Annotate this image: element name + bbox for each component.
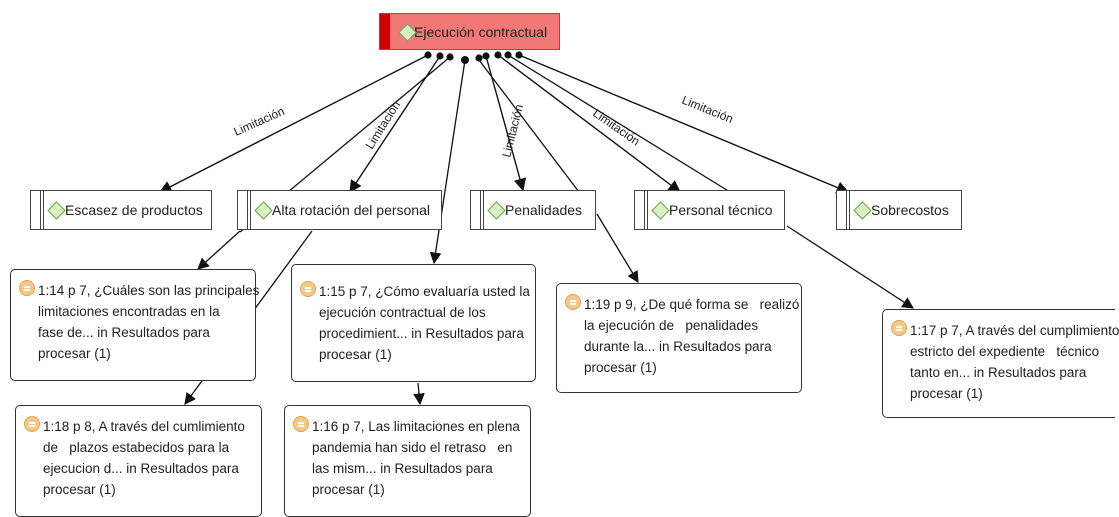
quotation-icon: [891, 320, 907, 336]
code-node-label: Sobrecostos: [871, 202, 949, 218]
code-node-personal-tecnico[interactable]: Personal técnico: [634, 190, 785, 230]
link-root-personal-tecnico: [497, 54, 682, 193]
code-node-escasez[interactable]: Escasez de productos: [30, 190, 212, 230]
quotation-icon: [19, 280, 35, 296]
code-diamond-icon: [651, 201, 670, 220]
link-root-sobrecostos: [518, 54, 850, 194]
link-root-quote-117: [507, 54, 731, 193]
code-node-penalidades[interactable]: Penalidades: [470, 190, 596, 230]
quotation-icon: [300, 281, 316, 297]
link-root-escasez: [158, 54, 429, 193]
quote-text: 1:15 p 7, ¿Cómo evaluaría usted la ejecu…: [319, 284, 530, 362]
quote-text: 1:14 p 7, ¿Cuáles son las principales li…: [38, 283, 260, 361]
code-node-label: Personal técnico: [669, 202, 773, 218]
quote-node-119[interactable]: 1:19 p 9, ¿De qué forma se realizó la ej…: [556, 283, 802, 393]
link-penalidades-quote-119: [596, 213, 639, 284]
quote-node-116[interactable]: 1:16 p 7, Las limitaciones en plena pand…: [284, 405, 531, 517]
code-diamond-icon: [47, 201, 66, 220]
relation-label: Limitación: [499, 103, 526, 159]
quotation-icon: [565, 294, 581, 310]
link-root-quote-119: [478, 59, 580, 193]
code-node-label: Penalidades: [505, 202, 583, 218]
root-node-label: Ejecución contractual: [414, 23, 548, 40]
link-personal-tecnico-quote-117: [786, 225, 914, 309]
code-node-label: Alta rotación del personal: [272, 202, 430, 218]
code-node-label: Escasez de productos: [65, 202, 203, 218]
code-diamond-icon: [853, 201, 872, 220]
quote-text: 1:18 p 8, A través del cumlimiento de pl…: [43, 419, 245, 497]
quote-node-118[interactable]: 1:18 p 8, A través del cumlimiento de pl…: [15, 405, 262, 517]
connector-dots: [424, 51, 523, 64]
link-alta-rotacion-quote-114: [197, 230, 241, 270]
link-root-quote-115: [429, 59, 466, 265]
root-code-node[interactable]: Ejecución contractual: [379, 13, 560, 50]
code-diamond-icon: [254, 201, 273, 220]
code-node-sobrecostos[interactable]: Sobrecostos: [836, 190, 962, 230]
quote-node-115[interactable]: 1:15 p 7, ¿Cómo evaluaría usted la ejecu…: [291, 264, 536, 382]
relation-label: Limitación: [680, 93, 735, 126]
code-node-alta-rotacion[interactable]: Alta rotación del personal: [237, 190, 442, 230]
quotation-icon: [293, 416, 309, 432]
quote-text: 1:16 p 7, Las limitaciones en plena pand…: [312, 419, 520, 497]
code-diamond-icon: [487, 201, 506, 220]
quote-node-117[interactable]: 1:17 p 7, A través del cumplimiento estr…: [882, 309, 1119, 418]
root-node-bar: [380, 14, 390, 49]
quote-text: 1:17 p 7, A través del cumplimiento estr…: [910, 323, 1119, 401]
quotation-icon: [24, 416, 40, 432]
relation-label: Limitación: [232, 104, 287, 139]
relation-label: Limitación: [590, 106, 642, 148]
link-quote-115-quote-116: [413, 382, 425, 406]
quote-text: 1:19 p 9, ¿De qué forma se realizó la ej…: [584, 297, 800, 375]
quote-node-114[interactable]: 1:14 p 7, ¿Cuáles son las principales li…: [10, 269, 260, 381]
